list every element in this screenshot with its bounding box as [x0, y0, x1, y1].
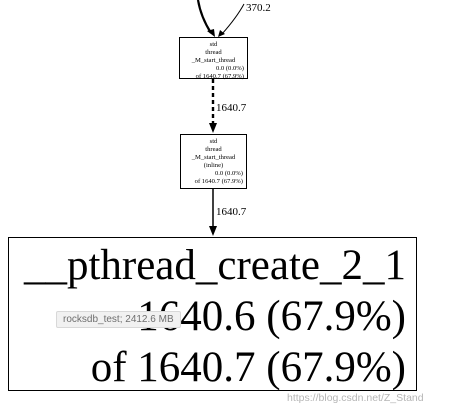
incoming-edge-left [196, 0, 212, 34]
incoming-edge-right [221, 3, 245, 35]
node-start-thread[interactable]: std thread _M_start_thread 0.0 (0.0%) of… [179, 37, 248, 80]
node-name-line: _M_start_thread [191, 57, 236, 64]
node-name-line: thread [205, 146, 222, 153]
node-name-line: std [209, 138, 218, 145]
node-name-line: (inline) [203, 162, 224, 169]
node-start-thread-inline[interactable]: std thread _M_start_thread (inline) 0.0 … [180, 134, 247, 189]
incoming-edge-right-arrowhead [218, 30, 225, 37]
node-name-line: std [209, 41, 218, 48]
node-cum-value: of 1640.7 (67.9%) [90, 344, 406, 391]
node-name-line: thread [205, 49, 222, 56]
watermark: https://blog.csdn.net/Z_Stand [287, 392, 424, 404]
edge-label-middle: 1640.7 [216, 102, 247, 114]
hover-tooltip: rocksdb_test; 2412.6 MB [56, 311, 181, 328]
node-name-line: _M_start_thread [191, 154, 236, 161]
incoming-edge-left-arrowhead [207, 29, 215, 37]
edge-label-top: 370.2 [246, 2, 271, 14]
node-cum-value: of 1640.7 (67.9%) [195, 73, 244, 80]
node-cum-value: of 1640.7 (67.9%) [194, 178, 243, 185]
node-flat-value: 0.0 (0.0%) [214, 170, 243, 177]
node-name: __pthread_create_2_1 [23, 242, 406, 289]
edge-node2-to-node3-arrowhead [209, 226, 217, 236]
node-flat-value: 1640.6 (67.9%) [137, 293, 406, 340]
edge-label-bottom: 1640.7 [216, 206, 247, 218]
node-flat-value: 0.0 (0.0%) [215, 65, 244, 72]
edge-node1-to-node2-arrowhead [209, 123, 217, 133]
node-pthread-create[interactable]: __pthread_create_2_1 1640.6 (67.9%) of 1… [8, 237, 417, 391]
